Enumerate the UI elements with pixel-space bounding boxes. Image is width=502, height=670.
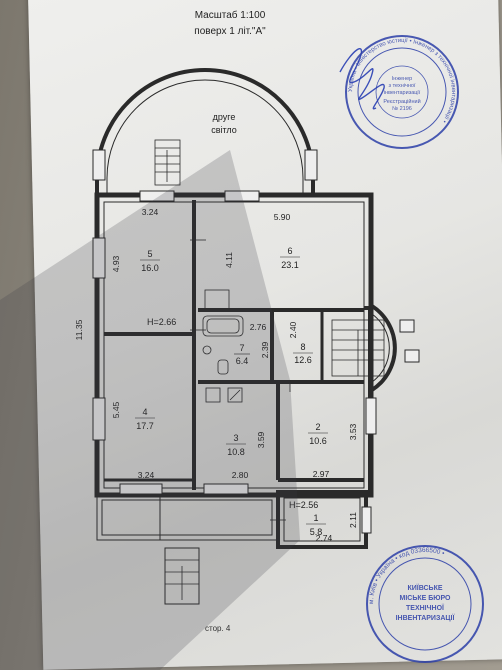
staircase [154, 139, 385, 600]
bureau-stamp: м. Київ • Україна • код 03366500 • КИЇВС… [366, 545, 484, 663]
svg-text:інвентаризації: інвентаризації [384, 90, 421, 96]
svg-text:КИЇВСЬКЕ: КИЇВСЬКЕ [407, 584, 442, 592]
dimension: 4.11 [224, 252, 234, 268]
room-area: 17.7 [136, 421, 154, 431]
dimension: 2.74 [316, 533, 333, 543]
room-area: 12.6 [294, 355, 312, 365]
room-number: 6 [287, 246, 292, 256]
dimension: 2.80 [232, 470, 249, 480]
dimension: 2.40 [288, 321, 298, 338]
room-number: 3 [233, 433, 238, 443]
room-area: 6.4 [236, 356, 249, 366]
second-light-label: друге [213, 112, 236, 122]
room-number: 5 [147, 249, 152, 259]
signature [339, 48, 385, 110]
room-number: 8 [300, 342, 305, 352]
dimension: 5.90 [274, 212, 291, 222]
svg-text:МІСЬКЕ БЮРО: МІСЬКЕ БЮРО [399, 595, 451, 602]
svg-text:ТЕХНІЧНОЇ: ТЕХНІЧНОЇ [406, 604, 445, 612]
doors [190, 239, 291, 521]
page-number: стор. 4 [205, 624, 231, 633]
dimension: 3.24 [142, 207, 159, 217]
fixtures [202, 315, 244, 403]
svg-text:Інженер: Інженер [392, 76, 412, 82]
dimension: 3.59 [256, 431, 266, 448]
room-number: 7 [239, 343, 244, 353]
dimension: 3.53 [348, 423, 358, 440]
dimension: 11.35 [74, 319, 84, 340]
second-light-label: світло [211, 125, 237, 135]
svg-text:№ 2196: № 2196 [392, 106, 412, 112]
dimension: 2.11 [348, 512, 358, 528]
scale-label: Масштаб 1:100 [194, 10, 266, 21]
svg-text:ІНВЕНТАРИЗАЦІЇ: ІНВЕНТАРИЗАЦІЇ [396, 614, 456, 622]
dimension: 2.97 [313, 469, 330, 479]
dimension: 2.39 [260, 341, 270, 358]
room-area: 16.0 [141, 263, 159, 273]
dimension: 2.76 [250, 322, 267, 332]
room-area: 23.1 [281, 260, 299, 270]
svg-text:Реєстраційний: Реєстраційний [383, 98, 420, 105]
ceiling-height: H=2.56 [289, 500, 318, 510]
room-area: 10.8 [227, 447, 245, 457]
room-number: 2 [315, 422, 320, 432]
dimension: 3.24 [138, 470, 155, 480]
dimension: 4.93 [111, 255, 121, 272]
room-area: 5.8 [310, 527, 323, 537]
svg-text:з технічної: з технічної [389, 83, 416, 89]
floor-label: поверх 1 літ."А" [194, 26, 266, 37]
ceiling-height: H=2.66 [147, 317, 176, 327]
dimension: 5.45 [111, 401, 121, 418]
room-number: 4 [142, 407, 147, 417]
room-area: 10.6 [309, 436, 327, 446]
windows [92, 149, 420, 534]
room-number: 1 [313, 513, 318, 523]
